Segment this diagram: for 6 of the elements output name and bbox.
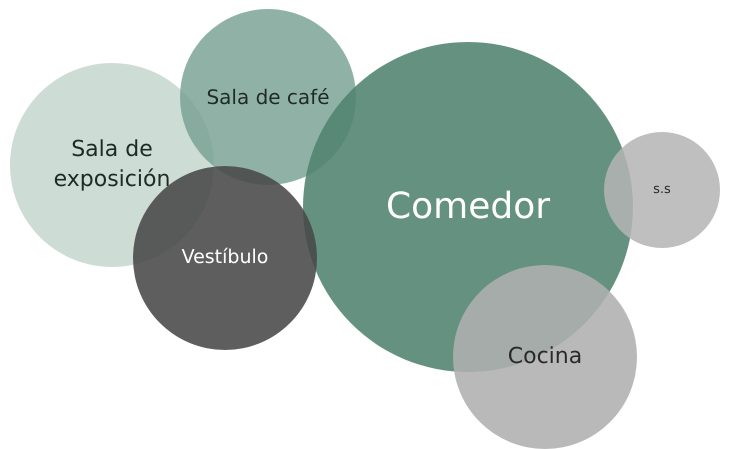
room-label: Vestíbulo bbox=[182, 245, 268, 270]
room-label: Sala de exposición bbox=[52, 136, 172, 194]
room-label: s.s bbox=[653, 181, 671, 199]
room-label: Comedor bbox=[386, 184, 550, 229]
room-label: Sala de café bbox=[206, 84, 330, 110]
room-label: Cocina bbox=[508, 343, 582, 372]
